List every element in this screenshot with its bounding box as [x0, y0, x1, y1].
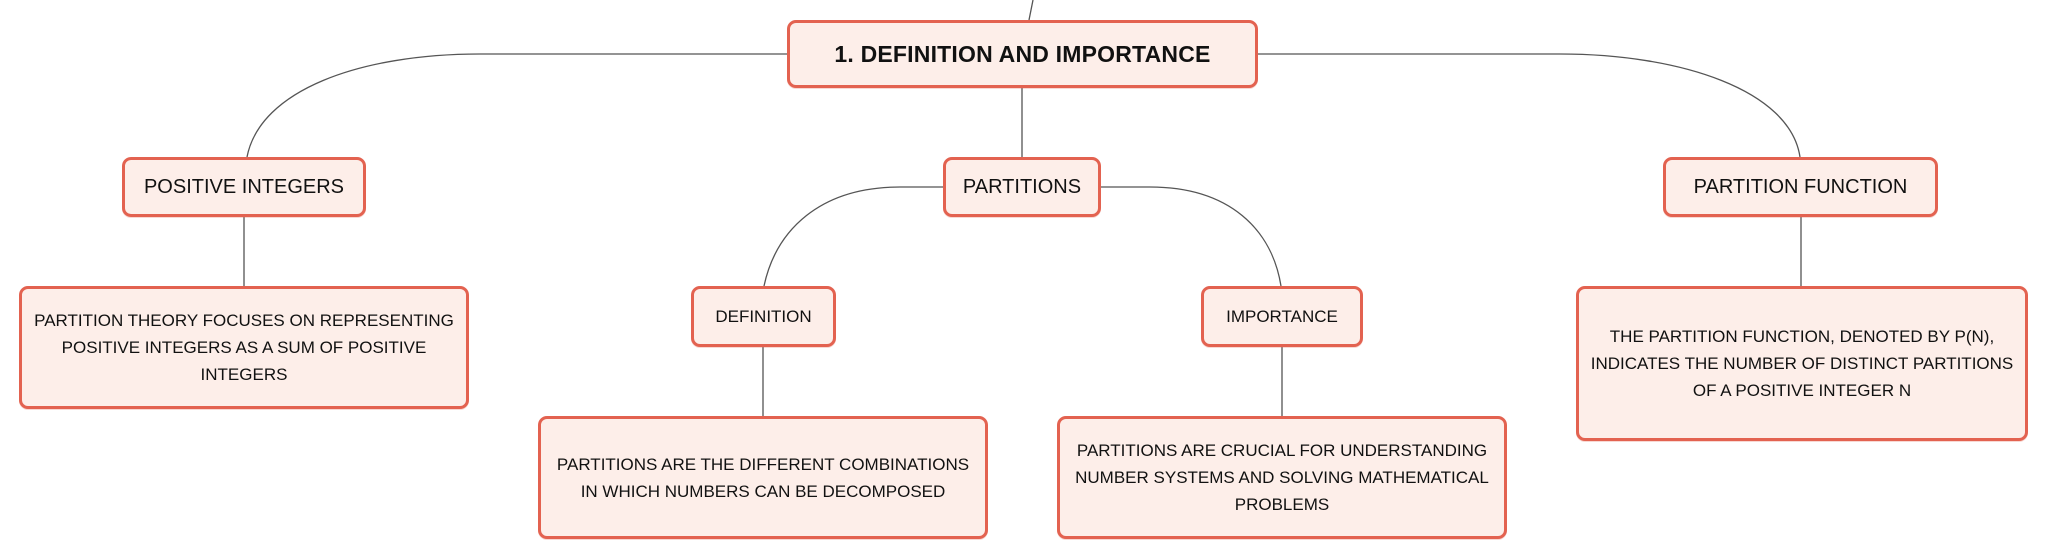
node-partition-function-label: PARTITION FUNCTION	[1693, 175, 1908, 198]
node-partition-function-note-text: THE PARTITION FUNCTION, DENOTED BY P(N),…	[1590, 327, 2014, 400]
node-positive-integers[interactable]: POSITIVE INTEGERS	[122, 157, 366, 217]
connector-parent-to-root	[1028, 0, 1034, 21]
connector-partitions-to-importance	[1101, 186, 1282, 287]
node-positive-integers-label: POSITIVE INTEGERS	[143, 175, 345, 198]
root-node-label: 1. DEFINITION AND IMPORTANCE	[834, 40, 1211, 67]
node-definition-label: DEFINITION	[715, 306, 812, 326]
node-positive-integers-note-text: PARTITION THEORY FOCUSES ON REPRESENTING…	[34, 311, 454, 384]
node-definition[interactable]: DEFINITION	[691, 286, 836, 347]
node-importance-note[interactable]: PARTITIONS ARE CRUCIAL FOR UNDERSTANDING…	[1057, 416, 1507, 539]
connector-partitions-to-definition	[763, 186, 943, 287]
node-partitions[interactable]: PARTITIONS	[943, 157, 1101, 217]
root-node[interactable]: 1. DEFINITION AND IMPORTANCE	[787, 20, 1258, 88]
node-positive-integers-note[interactable]: PARTITION THEORY FOCUSES ON REPRESENTING…	[19, 286, 469, 409]
node-importance-note-text: PARTITIONS ARE CRUCIAL FOR UNDERSTANDING…	[1075, 441, 1489, 514]
node-partitions-label: PARTITIONS	[962, 175, 1082, 198]
connector-root-to-positive-integers	[246, 53, 787, 158]
node-partition-function-note[interactable]: THE PARTITION FUNCTION, DENOTED BY P(N),…	[1576, 286, 2028, 441]
node-definition-note-text: PARTITIONS ARE THE DIFFERENT COMBINATION…	[556, 454, 970, 501]
node-importance[interactable]: IMPORTANCE	[1201, 286, 1363, 347]
node-definition-note[interactable]: PARTITIONS ARE THE DIFFERENT COMBINATION…	[538, 416, 988, 539]
node-partition-function[interactable]: PARTITION FUNCTION	[1663, 157, 1938, 217]
node-importance-label: IMPORTANCE	[1226, 306, 1338, 326]
connector-root-to-partition-function	[1258, 53, 1801, 158]
